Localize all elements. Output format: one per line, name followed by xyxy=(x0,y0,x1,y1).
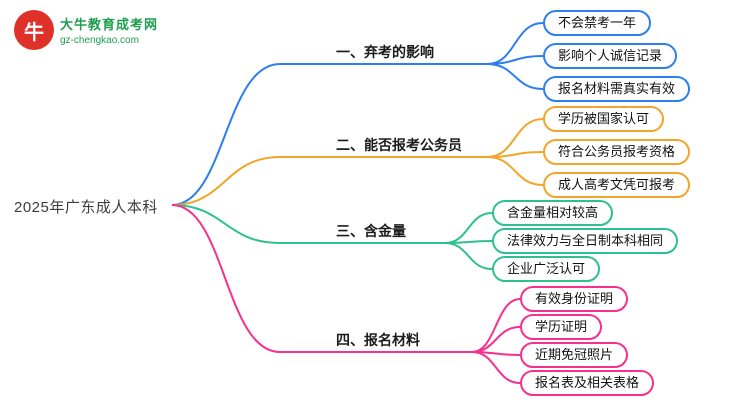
branch-underline-3 xyxy=(280,242,445,244)
branch-node-4: 四、报名材料 xyxy=(336,332,420,348)
leaf-node: 近期免冠照片 xyxy=(520,342,629,368)
branch-underline-1 xyxy=(280,63,487,65)
leaf-node: 企业广泛认可 xyxy=(492,256,601,282)
branch-node-2: 二、能否报考公务员 xyxy=(336,137,462,153)
leaf-node: 符合公务员报考资格 xyxy=(543,139,691,165)
ox-logo-icon: 牛 xyxy=(14,10,54,50)
leaf-node: 含金量相对较高 xyxy=(492,200,614,226)
root-node: 2025年广东成人本科 xyxy=(14,199,158,216)
site-logo: 牛 大牛教育成考网 gz-chengkao.com xyxy=(14,10,164,50)
branch-node-1: 一、弃考的影响 xyxy=(336,44,434,60)
leaf-node: 法律效力与全日制本科相同 xyxy=(492,228,679,254)
branch-underline-2 xyxy=(280,156,487,158)
leaf-node: 影响个人诚信记录 xyxy=(543,43,678,69)
leaf-node: 报名表及相关表格 xyxy=(520,370,655,396)
site-name: 大牛教育成考网 xyxy=(60,17,159,32)
leaf-node: 成人高考文凭可报考 xyxy=(543,172,691,198)
leaf-node: 不会禁考一年 xyxy=(543,10,652,36)
leaf-node: 有效身份证明 xyxy=(520,286,629,312)
leaf-node: 学历证明 xyxy=(520,314,603,340)
site-url: gz-chengkao.com xyxy=(60,35,139,46)
leaf-node: 学历被国家认可 xyxy=(543,106,665,132)
branch-node-3: 三、含金量 xyxy=(336,223,406,239)
branch-underline-4 xyxy=(280,351,472,353)
leaf-node: 报名材料需真实有效 xyxy=(543,76,691,102)
